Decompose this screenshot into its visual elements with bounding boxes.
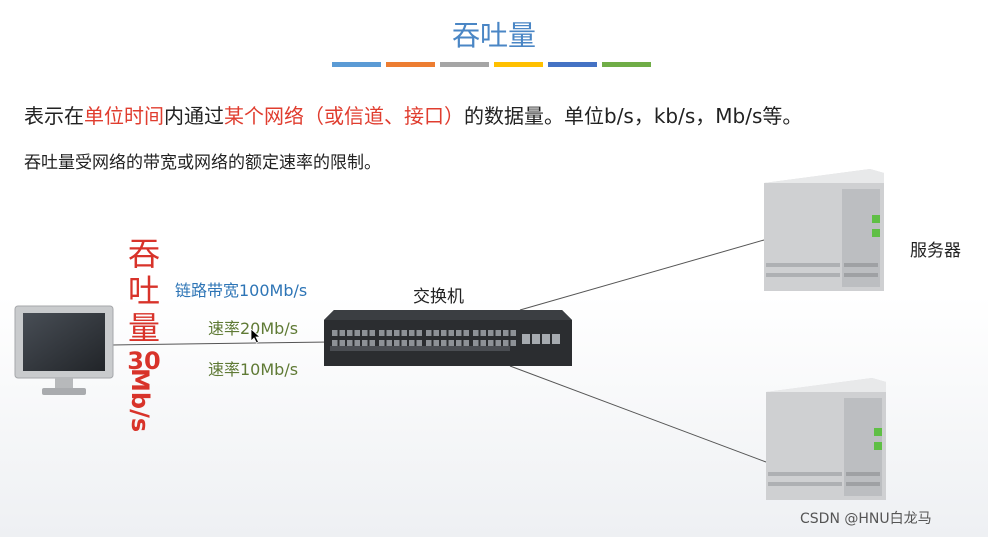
- rate-label-10: 速率10Mb/s: [208, 360, 299, 379]
- switch-port: [426, 330, 432, 336]
- color-segment: [494, 62, 543, 67]
- switch-port: [339, 330, 345, 336]
- switch-port: [354, 330, 360, 336]
- throughput-label: 吞 吐 量 30: [124, 235, 164, 376]
- switch-port: [448, 340, 454, 346]
- switch-port: [416, 340, 422, 346]
- definition-highlight-network: 某个网络（或信道、接口）: [224, 104, 464, 128]
- switch-port: [369, 340, 375, 346]
- switch-port: [480, 340, 486, 346]
- switch-port: [503, 340, 509, 346]
- throughput-unit: Mb/s: [126, 368, 154, 433]
- bandwidth-label: 链路带宽100Mb/s: [175, 281, 308, 300]
- switch-server2-link: [509, 365, 767, 463]
- server-icon: [766, 378, 886, 500]
- switch-port: [463, 340, 469, 346]
- definition-highlight-unit-time: 单位时间: [84, 104, 164, 128]
- switch-uplink-port: [532, 334, 540, 344]
- switch-port: [401, 340, 407, 346]
- switch-port: [473, 340, 479, 346]
- switch-port: [433, 340, 439, 346]
- color-segment: [332, 62, 381, 67]
- switch-port: [362, 340, 368, 346]
- switch-uplink-port: [552, 334, 560, 344]
- switch-port: [394, 340, 400, 346]
- switch-port: [510, 330, 516, 336]
- switch-icon: [324, 310, 572, 366]
- switch-uplink-port: [542, 334, 550, 344]
- switch-port: [362, 330, 368, 336]
- color-segment: [602, 62, 651, 67]
- switch-port: [332, 340, 338, 346]
- title-color-bar: [332, 62, 651, 67]
- color-segment: [440, 62, 489, 67]
- switch-port: [433, 330, 439, 336]
- switch-port: [456, 340, 462, 346]
- color-segment: [548, 62, 597, 67]
- switch-port: [409, 330, 415, 336]
- switch-port: [409, 340, 415, 346]
- throughput-char: 量: [127, 309, 160, 347]
- definition-text: 表示在单位时间内通过某个网络（或信道、接口）的数据量。单位b/s，kb/s，Mb…: [24, 100, 802, 129]
- switch-port: [416, 330, 422, 336]
- switch-port: [394, 330, 400, 336]
- switch-port: [503, 330, 509, 336]
- definition-part: 的数据量。单位b/s，kb/s，Mb/s等。: [464, 104, 803, 128]
- definition-part: 表示在: [24, 104, 84, 128]
- switch-port: [488, 340, 494, 346]
- switch-server1-link: [519, 239, 765, 311]
- color-segment: [386, 62, 435, 67]
- switch-port: [339, 340, 345, 346]
- rate-label-20: 速率20Mb/s: [208, 319, 299, 338]
- switch-port: [495, 330, 501, 336]
- switch-port: [495, 340, 501, 346]
- switch-port: [510, 340, 516, 346]
- switch-port: [448, 330, 454, 336]
- switch-port: [473, 330, 479, 336]
- switch-port: [347, 340, 353, 346]
- switch-port: [441, 330, 447, 336]
- switch-label: 交换机: [413, 287, 464, 307]
- switch-port: [401, 330, 407, 336]
- switch-uplink-port: [522, 334, 530, 344]
- switch-port: [386, 340, 392, 346]
- definition-part: 内通过: [164, 104, 224, 128]
- throughput-value: 30: [127, 347, 161, 375]
- switch-port: [379, 340, 385, 346]
- switch-port: [488, 330, 494, 336]
- throughput-char: 吐: [127, 272, 160, 310]
- switch-port: [369, 330, 375, 336]
- page-title: 吞吐量: [451, 19, 536, 52]
- switch-port: [379, 330, 385, 336]
- switch-port: [426, 340, 432, 346]
- server-label: 服务器: [910, 241, 961, 261]
- switch-port: [456, 330, 462, 336]
- switch-port: [463, 330, 469, 336]
- switch-port: [354, 340, 360, 346]
- switch-port: [441, 340, 447, 346]
- switch-port: [386, 330, 392, 336]
- monitor-icon: [14, 305, 114, 395]
- limitation-text: 吞吐量受网络的带宽或网络的额定速率的限制。: [24, 153, 381, 173]
- cursor-icon: [250, 328, 262, 344]
- throughput-char: 吞: [127, 235, 160, 273]
- pc-switch-link: [111, 341, 331, 346]
- switch-port: [480, 330, 486, 336]
- switch-port: [347, 330, 353, 336]
- watermark: CSDN @HNU白龙马: [800, 511, 932, 527]
- switch-port: [332, 330, 338, 336]
- server-icon: [764, 169, 884, 291]
